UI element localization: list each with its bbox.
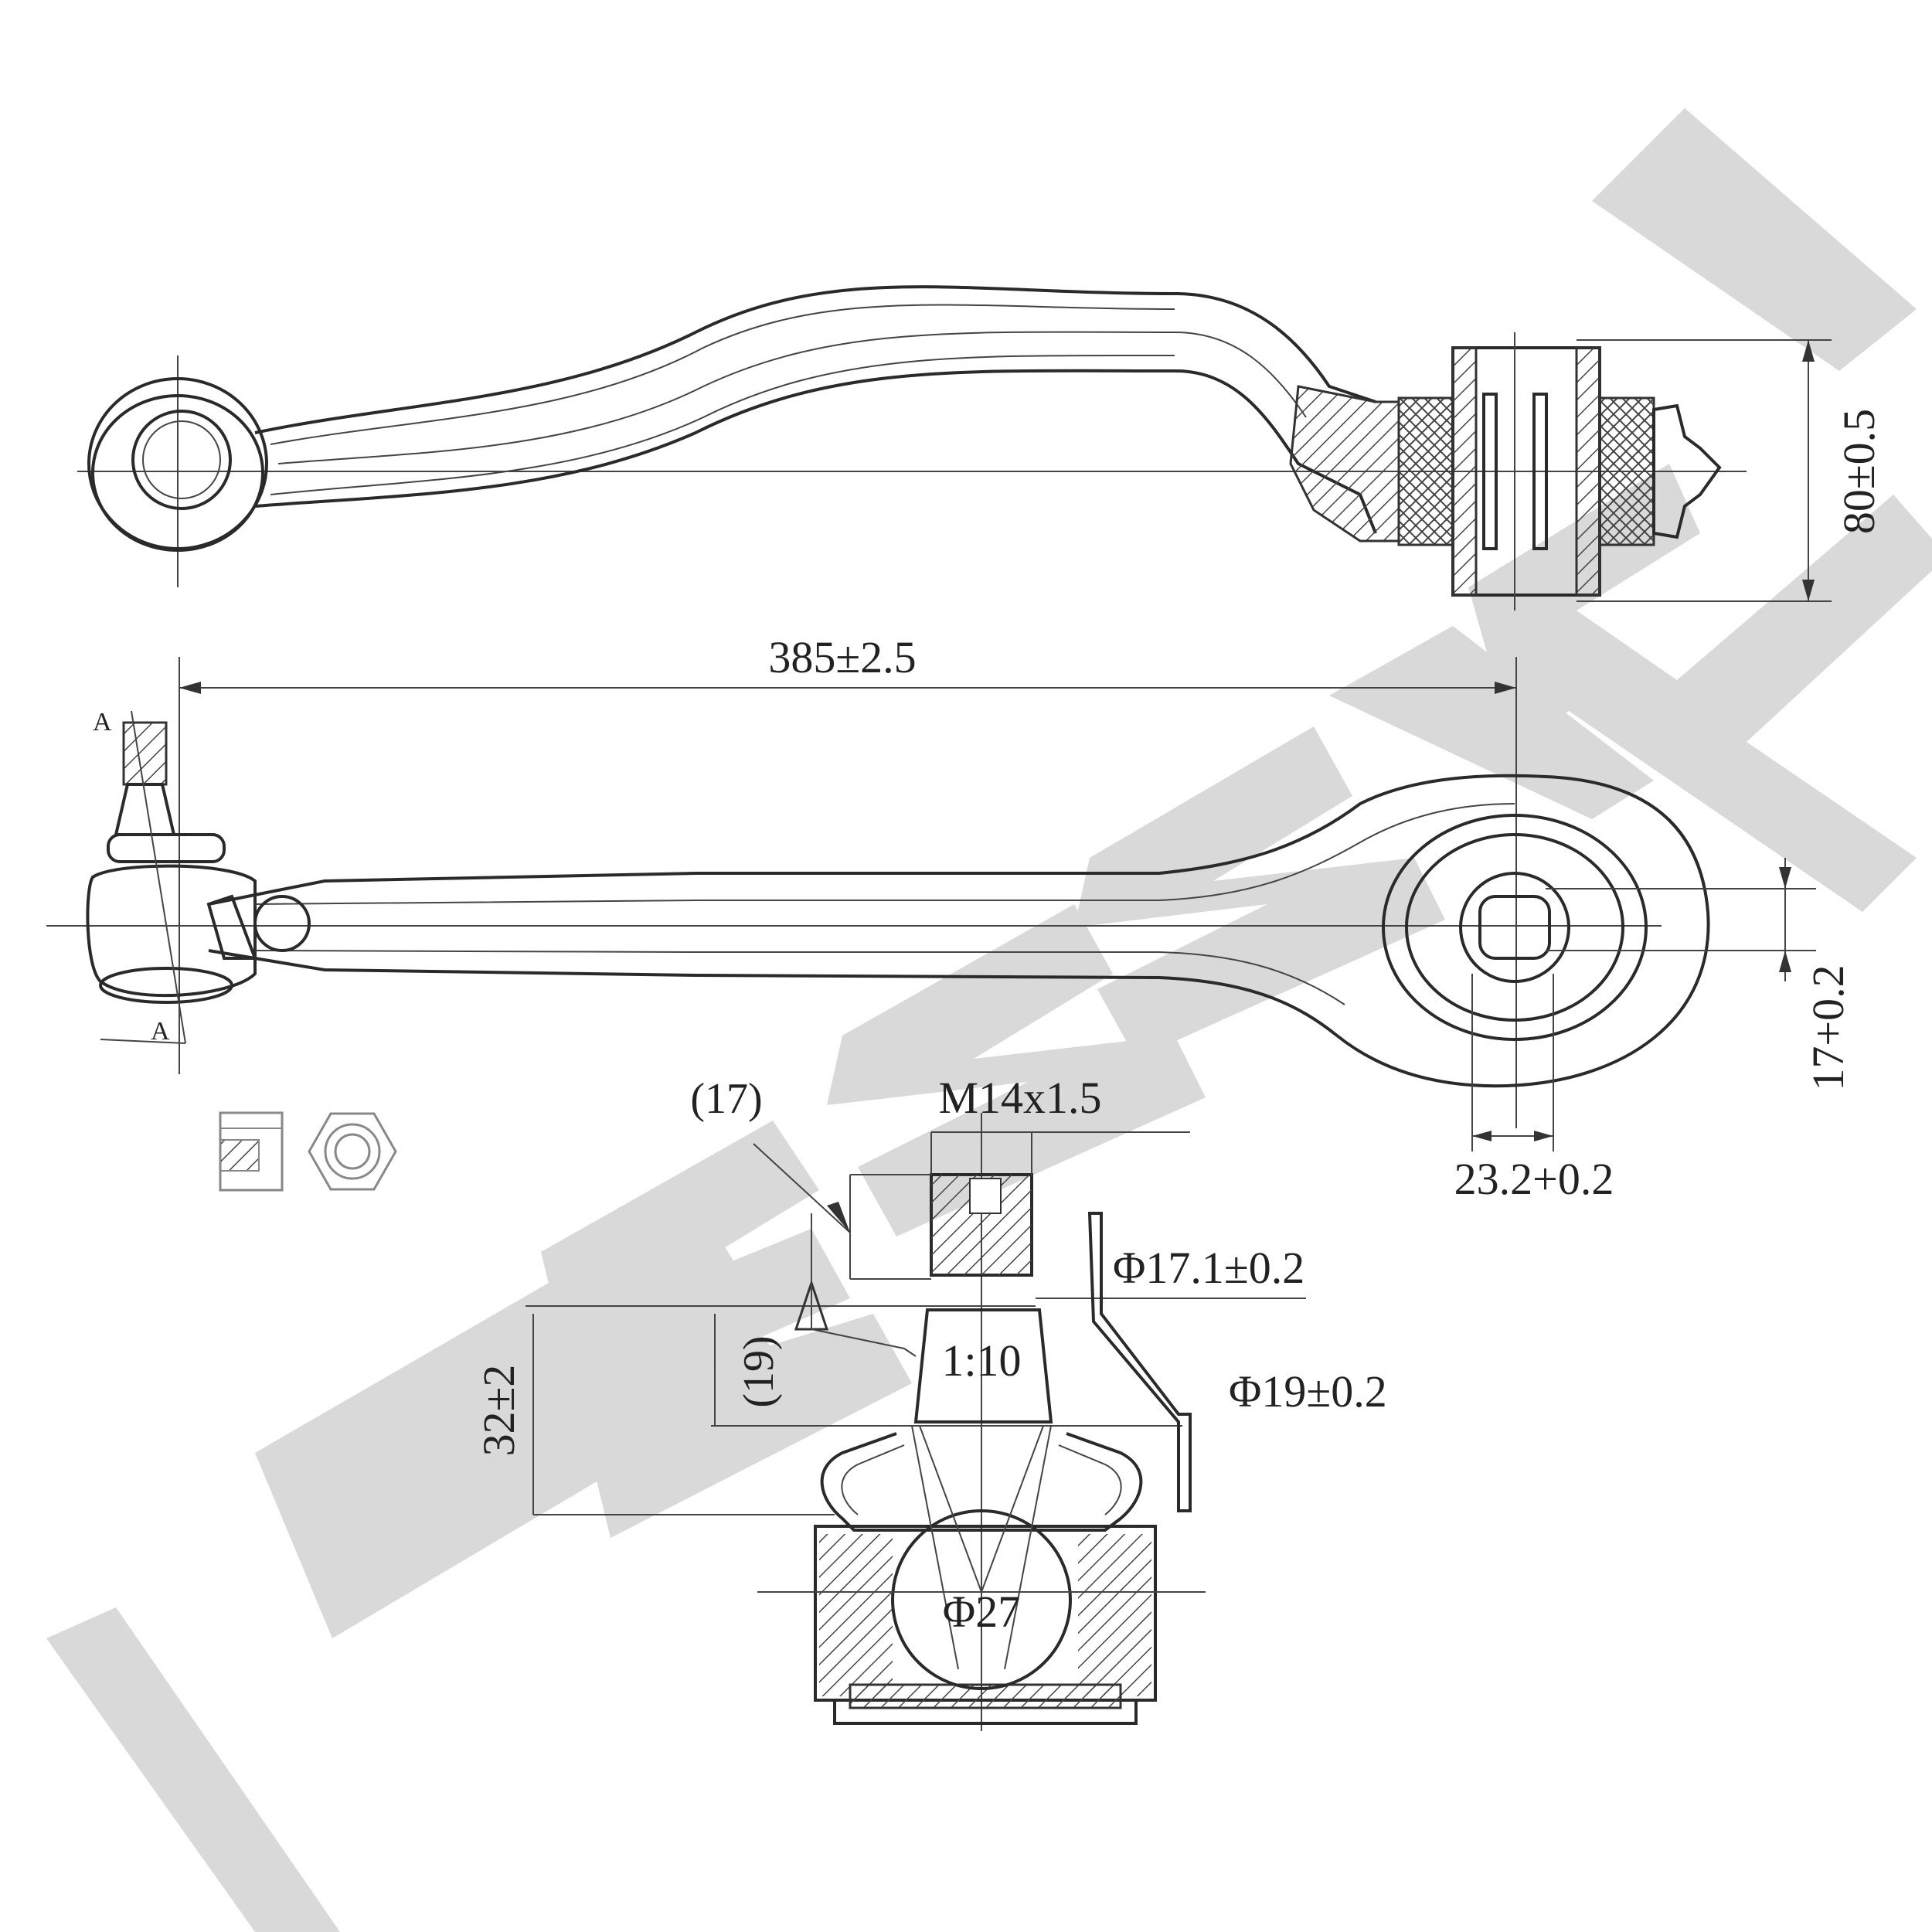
bushing-eye-inner: [1459, 872, 1570, 983]
pin-hole: [253, 895, 311, 952]
ball-joint-section: [526, 1113, 1306, 1731]
length-label: 385±2.5: [768, 632, 916, 682]
offset-label: 17+0.2: [1803, 964, 1853, 1090]
thread-label: M14x1.5: [938, 1073, 1101, 1123]
control-arm-plan-view: [46, 657, 1816, 1151]
bushing-eye-outer: [1382, 814, 1648, 1041]
taper-label: 1:10: [941, 1335, 1021, 1386]
pin-height-label: 32±2: [474, 1365, 524, 1457]
arm-bottom-edge: [254, 369, 1377, 534]
dia-top-label: Φ17.1±0.2: [1113, 1243, 1304, 1293]
cone-length-label: (19): [735, 1335, 783, 1407]
nut-top-icon: [308, 1112, 397, 1191]
ball-housing: [86, 864, 257, 998]
rubber-boot: [820, 1432, 1143, 1532]
dia-bottom-label: Φ19±0.2: [1229, 1366, 1387, 1417]
ball-dia-label: Φ27: [943, 1587, 1020, 1637]
height-label: 80±0.5: [1834, 409, 1884, 534]
stud-collar: [107, 833, 226, 863]
bushing-rubber-right: [1598, 396, 1655, 546]
arm-plan-outline: [208, 774, 1710, 1088]
section-line: [131, 710, 186, 1044]
stud-thread: [122, 721, 168, 786]
bushing-end-cap: [1652, 403, 1722, 539]
arm-top-edge: [254, 285, 1376, 434]
bushing-rubber-left: [1397, 396, 1454, 546]
watermark-logo: [46, 108, 1932, 1932]
control-arm-side-view: [77, 285, 1832, 611]
stud-cone: [913, 1308, 1053, 1423]
ball: [891, 1509, 1072, 1690]
bushing-housing-hatch: [1289, 385, 1400, 543]
bushing-width-label: 23.2+0.2: [1454, 1154, 1614, 1204]
nut-side-icon: [219, 1111, 284, 1192]
eye-hole: [131, 410, 232, 510]
nut-size-label: (17): [690, 1075, 762, 1123]
section-mark-bottom: A: [151, 1017, 170, 1046]
retaining-clip: [1087, 1212, 1192, 1512]
section-mark-top: A: [93, 708, 112, 736]
